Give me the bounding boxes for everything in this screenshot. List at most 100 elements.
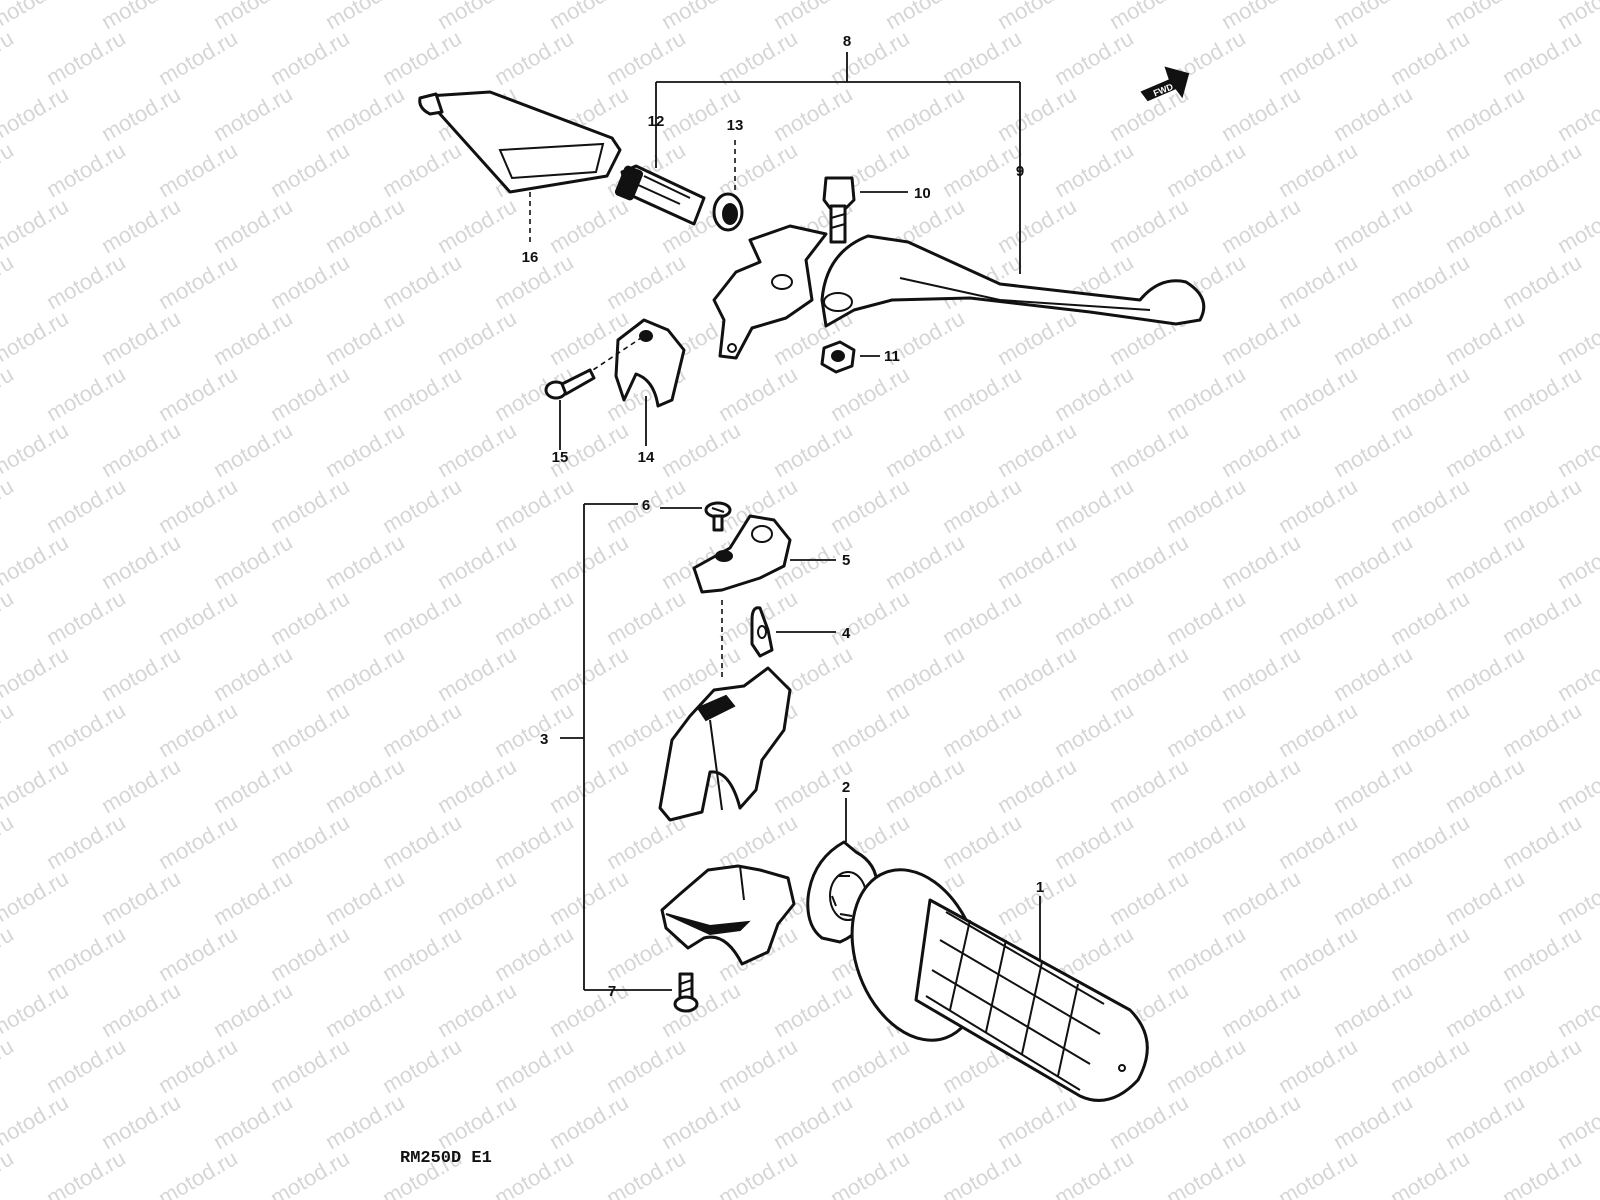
watermark-text: motod.ru [545, 977, 633, 1042]
watermark-text: motod.ru [938, 473, 1026, 538]
watermark-text: motod.ru [490, 1033, 578, 1098]
watermark-text: motod.ru [321, 753, 409, 818]
watermark-text: motod.ru [266, 697, 354, 762]
watermark-text: motod.ru [881, 1089, 969, 1154]
watermark-text: motod.ru [826, 1033, 914, 1098]
watermark-text: motod.ru [1105, 417, 1193, 482]
watermark-text: motod.ru [1498, 921, 1586, 986]
part-16-lever-cover[interactable] [418, 90, 622, 244]
watermark-text: motod.ru [1217, 753, 1305, 818]
watermark-text: motod.ru [938, 361, 1026, 426]
watermark-text: motod.ru [602, 25, 690, 90]
watermark-text: motod.ru [209, 641, 297, 706]
watermark-text: motod.ru [154, 25, 242, 90]
watermark-text: motod.ru [993, 529, 1081, 594]
watermark-text: motod.ru [42, 249, 130, 314]
part-9-lever[interactable] [820, 234, 1206, 328]
watermark-text: motod.ru [826, 697, 914, 762]
part-5-plate[interactable] [692, 514, 836, 594]
watermark-text: motod.ru [97, 417, 185, 482]
watermark-text: motod.ru [1386, 809, 1474, 874]
watermark-text: motod.ru [97, 865, 185, 930]
part-3-housing-upper[interactable] [658, 600, 792, 822]
watermark-text: motod.ru [993, 641, 1081, 706]
callout-8: 8 [843, 33, 851, 50]
watermark-text: motod.ru [1441, 193, 1529, 258]
watermark-text: motod.ru [1050, 137, 1138, 202]
watermark-text: motod.ru [378, 137, 466, 202]
callout-1: 1 [1036, 879, 1044, 896]
part-14-clamp[interactable] [589, 318, 686, 408]
watermark-text: motod.ru [1386, 361, 1474, 426]
watermark-text: motod.ru [0, 0, 73, 34]
watermark-text: motod.ru [881, 753, 969, 818]
watermark-text: motod.ru [938, 137, 1026, 202]
part-10-pivot-bolt[interactable] [822, 176, 908, 244]
part-12-adjuster-bolt[interactable] [614, 164, 706, 226]
watermark-text: motod.ru [321, 977, 409, 1042]
watermark-text: motod.ru [0, 585, 18, 650]
watermark-text: motod.ru [0, 249, 18, 314]
watermark-text: motod.ru [1553, 305, 1600, 370]
watermark-text: motod.ru [1553, 417, 1600, 482]
watermark-text: motod.ru [1274, 361, 1362, 426]
watermark-text: motod.ru [0, 1033, 18, 1098]
watermark-text: motod.ru [769, 977, 857, 1042]
watermark-text: motod.ru [1553, 0, 1600, 34]
watermark-text: motod.ru [154, 361, 242, 426]
watermark-text: motod.ru [0, 81, 73, 146]
part-13-lock-nut[interactable] [712, 140, 744, 232]
watermark-text: motod.ru [1105, 193, 1193, 258]
watermark-text: motod.ru [154, 137, 242, 202]
part-15-screw[interactable] [544, 368, 596, 450]
watermark-text: motod.ru [602, 1145, 690, 1200]
watermark-text: motod.ru [378, 1033, 466, 1098]
watermark-text: motod.ru [1553, 977, 1600, 1042]
watermark-text: motod.ru [97, 1089, 185, 1154]
part-7-screw[interactable] [673, 972, 699, 1013]
part-4-spacer[interactable] [750, 606, 836, 658]
watermark-text: motod.ru [993, 193, 1081, 258]
watermark-text: motod.ru [1050, 697, 1138, 762]
part-6-screw[interactable] [704, 501, 732, 532]
watermark-text: motod.ru [993, 1089, 1081, 1154]
watermark-text: motod.ru [938, 25, 1026, 90]
watermark-text: motod.ru [97, 977, 185, 1042]
callout-12: 12 [648, 113, 665, 130]
watermark-text: motod.ru [1498, 697, 1586, 762]
callout-7: 7 [608, 983, 616, 1000]
watermark-text: motod.ru [826, 585, 914, 650]
part-3-housing-lower[interactable] [660, 864, 796, 966]
watermark-text: motod.ru [321, 529, 409, 594]
watermark-text: motod.ru [826, 25, 914, 90]
callout-14: 14 [638, 449, 655, 466]
callout-15: 15 [552, 449, 569, 466]
watermark-text: motod.ru [993, 865, 1081, 930]
watermark-text: motod.ru [209, 753, 297, 818]
watermark-text: motod.ru [378, 361, 466, 426]
watermark-text: motod.ru [1329, 1089, 1417, 1154]
watermark-text: motod.ru [1553, 193, 1600, 258]
watermark-text: motod.ru [433, 1089, 521, 1154]
watermark-text: motod.ru [1105, 1089, 1193, 1154]
watermark-text: motod.ru [97, 753, 185, 818]
watermark-text: motod.ru [1441, 81, 1529, 146]
part-8-lever-holder[interactable] [712, 224, 828, 360]
watermark-text: motod.ru [1217, 305, 1305, 370]
watermark-text: motod.ru [266, 809, 354, 874]
watermark-text: motod.ru [545, 865, 633, 930]
watermark-text: motod.ru [1553, 865, 1600, 930]
watermark-text: motod.ru [42, 1033, 130, 1098]
callout-13: 13 [727, 117, 744, 134]
watermark-text: motod.ru [1217, 641, 1305, 706]
watermark-text: motod.ru [1274, 809, 1362, 874]
watermark-text: motod.ru [266, 921, 354, 986]
watermark-text: motod.ru [826, 1145, 914, 1200]
part-1-grip[interactable] [830, 852, 1149, 1102]
part-11-nut[interactable] [820, 340, 880, 374]
watermark-text: motod.ru [154, 809, 242, 874]
watermark-text: motod.ru [1498, 361, 1586, 426]
watermark-text: motod.ru [602, 1033, 690, 1098]
watermark-text: motod.ru [266, 249, 354, 314]
watermark-text: motod.ru [0, 137, 18, 202]
